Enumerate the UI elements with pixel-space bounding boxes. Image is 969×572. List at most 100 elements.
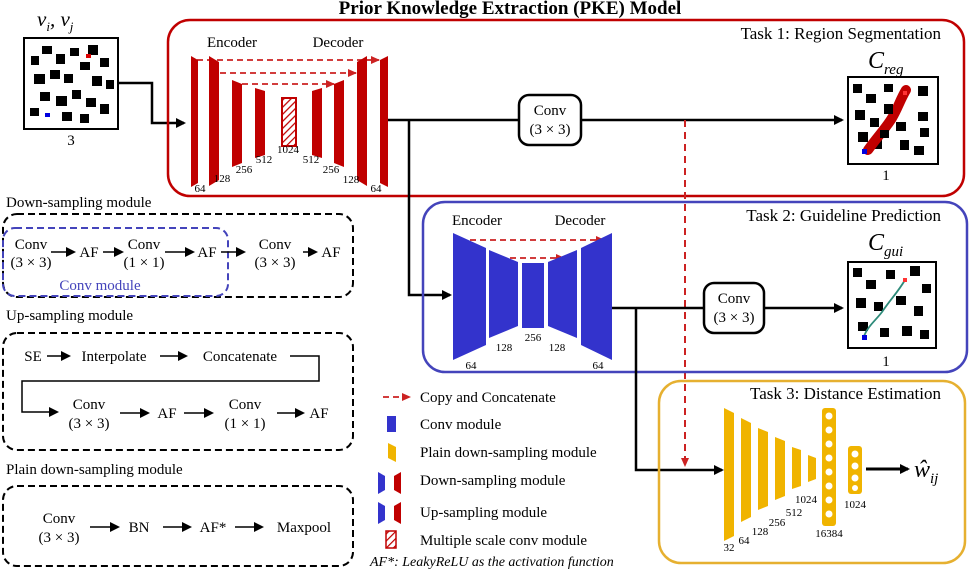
task2-title: Task 2: Guideline Prediction: [746, 206, 941, 225]
legend-plain-icon: [388, 443, 396, 462]
up-interp: Interpolate: [82, 349, 147, 365]
task3-fc-layer: [848, 446, 862, 494]
task1-multiscale-block: [281, 97, 297, 147]
task3-w-128: 128: [752, 526, 769, 538]
up-se: SE: [24, 349, 42, 365]
task2-conv-kernel: (3 × 3): [714, 310, 755, 326]
task1-output-label: Creg: [868, 48, 904, 78]
task2-conv-label: Conv: [718, 291, 751, 307]
task2-w-64b: 64: [593, 360, 605, 372]
conv-module-label: Conv module: [59, 278, 141, 294]
legend-plain: Plain down-sampling module: [420, 445, 597, 461]
legend-conv-icon: [387, 416, 396, 432]
task1-output-channels: 1: [882, 168, 890, 184]
task2-decoder-label: Decoder: [555, 213, 606, 229]
task2-w-128a: 128: [496, 342, 513, 354]
task1-w-128a: 128: [214, 173, 231, 185]
task3-w-1024: 1024: [795, 494, 818, 506]
plain-module-box: [2, 485, 354, 567]
task3-blocks: [724, 408, 816, 541]
down-conv1: Conv: [15, 237, 48, 253]
task3-flatten-layer: [822, 408, 836, 526]
legend: Copy and Concatenate Conv module Plain d…: [369, 390, 614, 570]
legend-note: AF*: LeakyReLU as the activation functio…: [369, 555, 614, 570]
task2-encoder-label: Encoder: [452, 213, 502, 229]
down-k2: (1 × 1): [124, 255, 165, 271]
task3-w-512: 512: [786, 507, 803, 519]
legend-up-icon: [378, 502, 401, 524]
legend-up: Up-sampling module: [420, 505, 547, 521]
input-image: [23, 37, 119, 130]
down-af2: AF: [197, 245, 216, 261]
task2-w-64a: 64: [466, 360, 478, 372]
down-module-title: Down-sampling module: [6, 195, 152, 211]
task3-w-32: 32: [724, 542, 735, 554]
task1-w-512b: 512: [303, 154, 320, 166]
task2-box: [421, 200, 969, 374]
task1-conv-kernel: (3 × 3): [530, 122, 571, 138]
task1-title: Task 1: Region Segmentation: [741, 24, 942, 43]
task2-w-128b: 128: [549, 342, 566, 354]
task2-blocks: [453, 233, 612, 360]
down-conv2: Conv: [128, 237, 161, 253]
up-af1: AF: [157, 406, 176, 422]
plain-pool: Maxpool: [277, 520, 331, 536]
task3-fc-size: 1024: [844, 499, 867, 511]
task1-encoder-label: Encoder: [207, 35, 257, 51]
task1-output-image: [847, 76, 939, 165]
task2-output-label: Cgui: [868, 230, 903, 260]
up-conv2: Conv: [229, 397, 262, 413]
task1-w-128b: 128: [343, 174, 360, 186]
input-channels: 3: [67, 133, 75, 149]
conv-module-box: [2, 227, 229, 297]
down-module-box: [2, 213, 354, 298]
task3-title: Task 3: Distance Estimation: [750, 384, 941, 403]
task1-encoder-blocks: [191, 56, 388, 187]
plain-bn: BN: [129, 520, 150, 536]
legend-copy: Copy and Concatenate: [420, 390, 556, 406]
up-concat: Concatenate: [203, 349, 277, 365]
input-label: vi, vj: [37, 7, 74, 34]
down-k1: (3 × 3): [11, 255, 52, 271]
legend-conv: Conv module: [420, 417, 502, 433]
up-wrap-line: [21, 355, 320, 417]
legend-down: Down-sampling module: [420, 473, 566, 489]
up-conv1: Conv: [73, 397, 106, 413]
task3-output-label: ŵij: [914, 457, 938, 487]
legend-down-icon: [378, 472, 401, 494]
task1-w-64a: 64: [195, 183, 207, 195]
task1-w-512a: 512: [256, 154, 273, 166]
up-module-title: Up-sampling module: [6, 308, 133, 324]
legend-multi: Multiple scale conv module: [420, 533, 587, 549]
plain-k: (3 × 3): [39, 530, 80, 546]
task1-w-256b: 256: [323, 164, 340, 176]
task1-w-1024: 1024: [277, 144, 300, 156]
down-k3: (3 × 3): [255, 255, 296, 271]
task1-decoder-label: Decoder: [313, 35, 364, 51]
task2-w-256: 256: [525, 332, 542, 344]
down-af1: AF: [79, 245, 98, 261]
task3-box: [657, 379, 967, 565]
task1-conv-label: Conv: [534, 103, 567, 119]
legend-multi-icon: [385, 530, 397, 549]
input-arrow: [118, 81, 186, 128]
task3-w-64: 64: [739, 535, 751, 547]
task1-w-256a: 256: [236, 164, 253, 176]
up-af2: AF: [309, 406, 328, 422]
task1-to-task2-arrow: [407, 120, 452, 300]
task3-w-256: 256: [769, 517, 786, 529]
up-k2: (1 × 1): [225, 416, 266, 432]
task2-output-channels: 1: [882, 354, 890, 370]
plain-conv: Conv: [43, 511, 76, 527]
plain-module-title: Plain down-sampling module: [6, 462, 183, 478]
task3-flatten-size: 16384: [815, 528, 843, 540]
down-af3: AF: [321, 245, 340, 261]
up-module-box: [2, 332, 354, 451]
down-conv3: Conv: [259, 237, 292, 253]
task1-box: [166, 18, 966, 198]
task2-output-image: [847, 261, 937, 349]
task2-to-task3-arrow: [634, 308, 724, 475]
task1-w-64b: 64: [371, 183, 383, 195]
up-k1: (3 × 3): [69, 416, 110, 432]
